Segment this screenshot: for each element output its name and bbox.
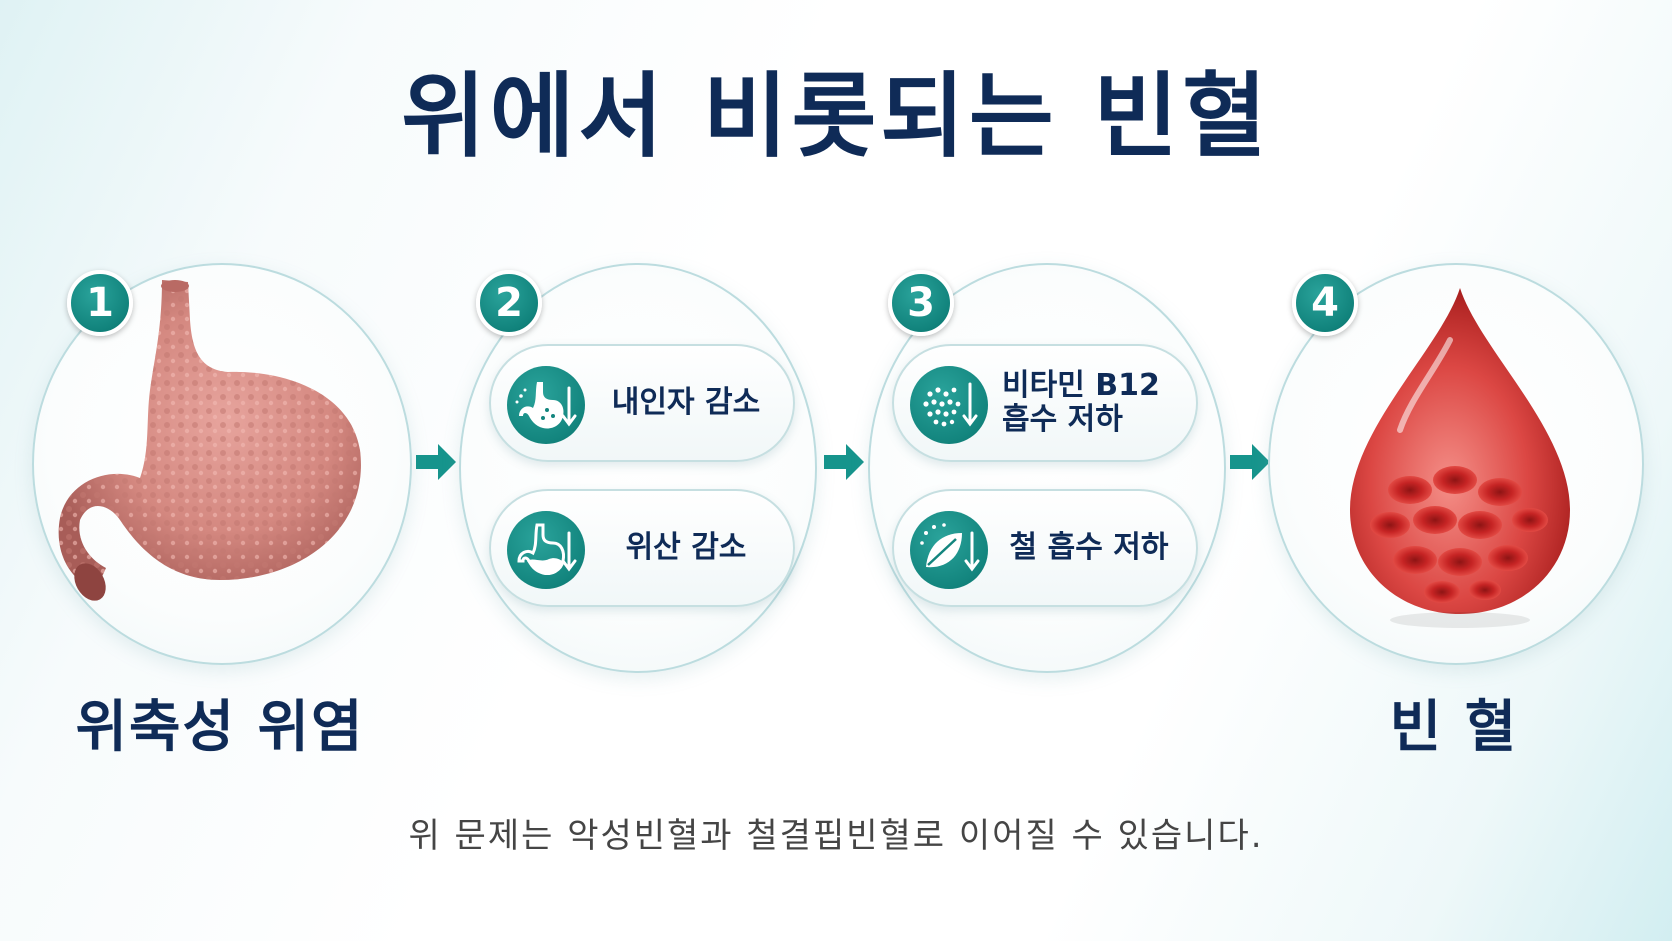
blood-drop-illustration: [1350, 288, 1570, 628]
page-title: 위에서 비롯되는 빈혈: [401, 63, 1271, 170]
iron-absorption-pill: 철 흡수 저하: [892, 489, 1198, 607]
intrinsic-factor-text: 내인자 감소: [611, 384, 761, 420]
arrow-right-icon: [824, 444, 864, 480]
step-1-badge: 1: [67, 270, 133, 336]
step-1-label: 위축성 위염: [75, 695, 365, 760]
leaf-down-icon: [910, 511, 988, 589]
stomach-factor-down-icon: [507, 366, 585, 444]
stomach-acid-pill: 위산 감소: [489, 489, 795, 607]
b12-absorption-pill: 비타민 B12 흡수 저하: [892, 344, 1198, 462]
arrow-right-icon: [1230, 444, 1270, 480]
stomach-acid-down-icon: [507, 511, 585, 589]
footnote: 위 문제는 악성빈혈과 철결핍빈혈로 이어질 수 있습니다.: [408, 816, 1264, 856]
stomach-illustration: [58, 280, 361, 601]
iron-text: 철 흡수 저하: [1009, 529, 1169, 565]
step-4-badge: 4: [1292, 270, 1358, 336]
particles-down-icon: [910, 366, 988, 444]
intrinsic-factor-pill: 내인자 감소: [489, 344, 795, 462]
b12-text-line2: 흡수 저하: [1002, 402, 1123, 437]
step-4-label: 빈 혈: [1389, 695, 1519, 760]
b12-text-line1: 비타민 B12: [1002, 367, 1160, 403]
step-3-badge: 3: [888, 270, 954, 336]
stomach-acid-text: 위산 감소: [625, 529, 747, 565]
step-2-badge: 2: [476, 270, 542, 336]
arrow-right-icon: [416, 444, 456, 480]
